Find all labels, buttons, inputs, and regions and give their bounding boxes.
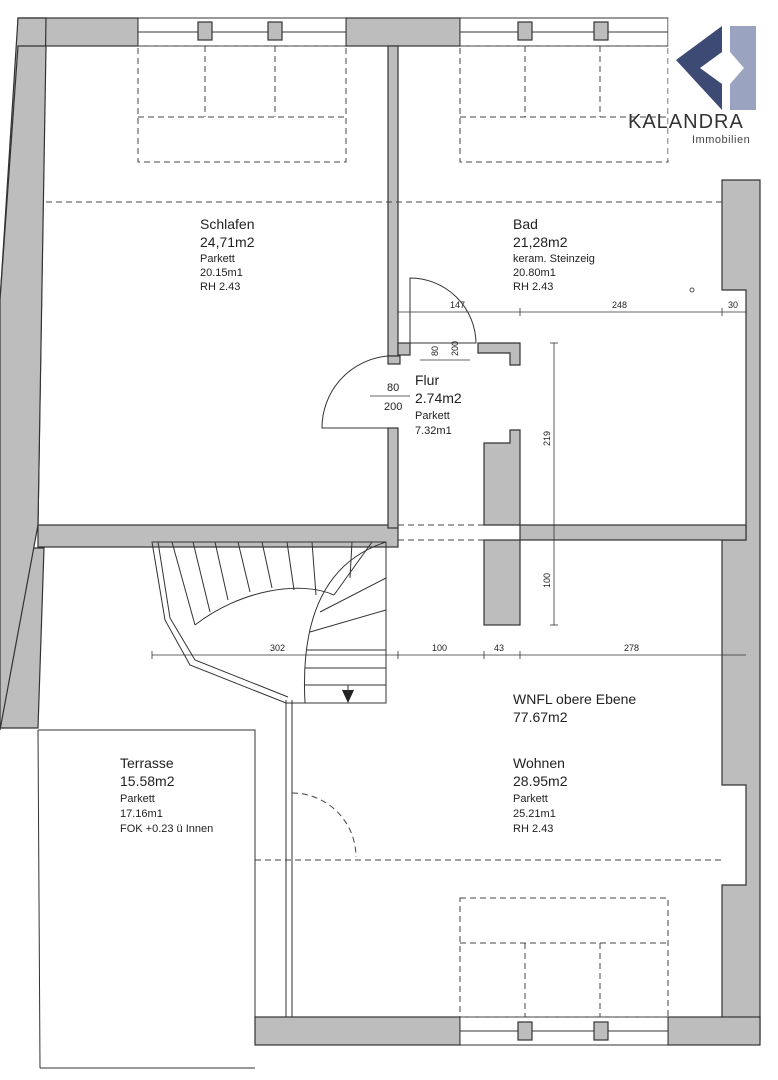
wall-mid-left (37, 524, 399, 548)
logo-sub: Immobilien (692, 134, 750, 146)
terrasse-floor: Parkett (120, 793, 155, 805)
dim-248: 248 (612, 300, 627, 310)
wall-flur-right-lower (483, 429, 521, 526)
flur-name: Flur (415, 372, 439, 388)
wall-stub-1 (397, 342, 411, 356)
door-bad-width: 80 (430, 346, 440, 356)
fixture-point (689, 287, 695, 293)
terrasse-area: 15.58m2 (120, 773, 175, 789)
wall-top-mid (345, 17, 461, 47)
stair-arrow (342, 690, 354, 703)
flur-area: 2.74m2 (415, 390, 462, 406)
wohnen-height: RH 2.43 (513, 823, 553, 835)
dimension-labels: 147 248 30 219 100 302 100 43 278 80 200… (270, 300, 738, 653)
bad-height: RH 2.43 (513, 281, 553, 293)
wall-schlafen-bad (387, 45, 399, 357)
schlafen-name: Schlafen (200, 216, 254, 232)
door-bad-height: 200 (450, 341, 460, 356)
dim-302: 302 (270, 643, 285, 653)
dim-278: 278 (624, 643, 639, 653)
summary-area: 77.67m2 (513, 709, 568, 725)
room-schlafen: Schlafen 24,71m2 Parkett 20.15m1 RH 2.43 (200, 216, 255, 293)
schlafen-height: RH 2.43 (200, 281, 240, 293)
wall-schlafen-flur (387, 427, 399, 529)
flur-floor: Parkett (415, 410, 450, 422)
skylights (46, 45, 722, 1018)
bad-perimeter: 20.80m1 (513, 267, 556, 279)
logo-mark-right (730, 26, 756, 110)
summary-label: WNFL obere Ebene (513, 691, 636, 707)
dim-100-vertical: 100 (542, 573, 552, 588)
schlafen-area: 24,71m2 (200, 234, 255, 250)
wall-bottom-right (667, 1016, 761, 1046)
terrasse-name: Terrasse (120, 755, 174, 771)
logo-mark-left (676, 26, 722, 110)
terrasse-outline (37, 700, 293, 1069)
logo-name: KALANDRA (628, 111, 744, 133)
flur-perimeter: 7.32m1 (415, 425, 452, 437)
wall-bottom-left (254, 1016, 461, 1046)
room-terrasse: Terrasse 15.58m2 Parkett 17.16m1 FOK +0.… (120, 755, 213, 835)
terrasse-perimeter: 17.16m1 (120, 808, 163, 820)
staircase (151, 541, 387, 704)
bad-area: 21,28m2 (513, 234, 568, 250)
room-bad: Bad 21,28m2 keram. Steinzeig 20.80m1 RH … (513, 216, 595, 293)
dim-30: 30 (728, 300, 738, 310)
wall-flur-right-upper (477, 342, 521, 366)
wohnen-perimeter: 25.21m1 (513, 808, 556, 820)
door-schlafen-width: 80 (387, 382, 399, 394)
wall-stair-core (483, 539, 521, 626)
door-schlafen-height: 200 (384, 401, 402, 413)
dim-100-horizontal: 100 (432, 643, 447, 653)
bad-name: Bad (513, 216, 538, 232)
dim-43: 43 (494, 643, 504, 653)
kalandra-logo: KALANDRA Immobilien (628, 18, 760, 160)
wall-left-main (0, 45, 47, 731)
terrasse-note: FOK +0.23 ü Innen (120, 823, 213, 835)
bad-floor: keram. Steinzeig (513, 253, 595, 265)
wohnen-name: Wohnen (513, 755, 565, 771)
wall-stub-2 (387, 355, 401, 365)
dimension-lines (151, 308, 746, 659)
schlafen-floor: Parkett (200, 253, 235, 265)
schlafen-perimeter: 20.15m1 (200, 267, 243, 279)
dim-147: 147 (450, 300, 465, 310)
summary-block: WNFL obere Ebene 77.67m2 (513, 691, 636, 725)
wall-bad-wohnen (519, 524, 747, 541)
wohnen-area: 28.95m2 (513, 773, 568, 789)
room-flur: Flur 2.74m2 Parkett 7.32m1 (415, 372, 462, 437)
dim-219: 219 (542, 431, 552, 446)
wohnen-floor: Parkett (513, 793, 548, 805)
windows (137, 17, 669, 1046)
doors (291, 277, 477, 858)
walls (0, 17, 761, 1046)
room-wohnen: Wohnen 28.95m2 Parkett 25.21m1 RH 2.43 (513, 755, 568, 835)
